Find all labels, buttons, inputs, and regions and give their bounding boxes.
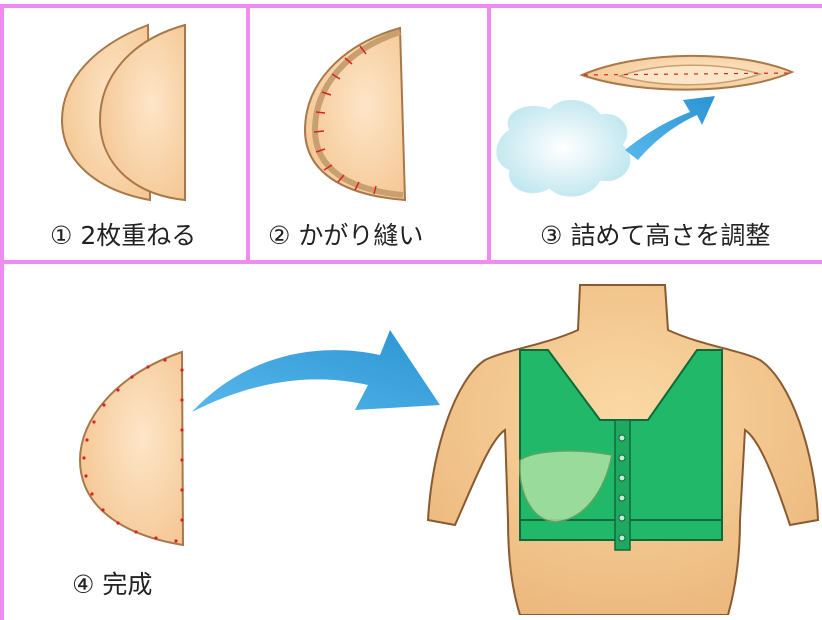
step-4-caption: ④ 完成 <box>72 570 153 599</box>
step-3-caption: ③ 詰めて高さを調整 <box>540 221 771 250</box>
step-1-caption: ① 2枚重ねる <box>50 221 197 250</box>
step-2-caption: ② かがり縫い <box>268 221 424 250</box>
